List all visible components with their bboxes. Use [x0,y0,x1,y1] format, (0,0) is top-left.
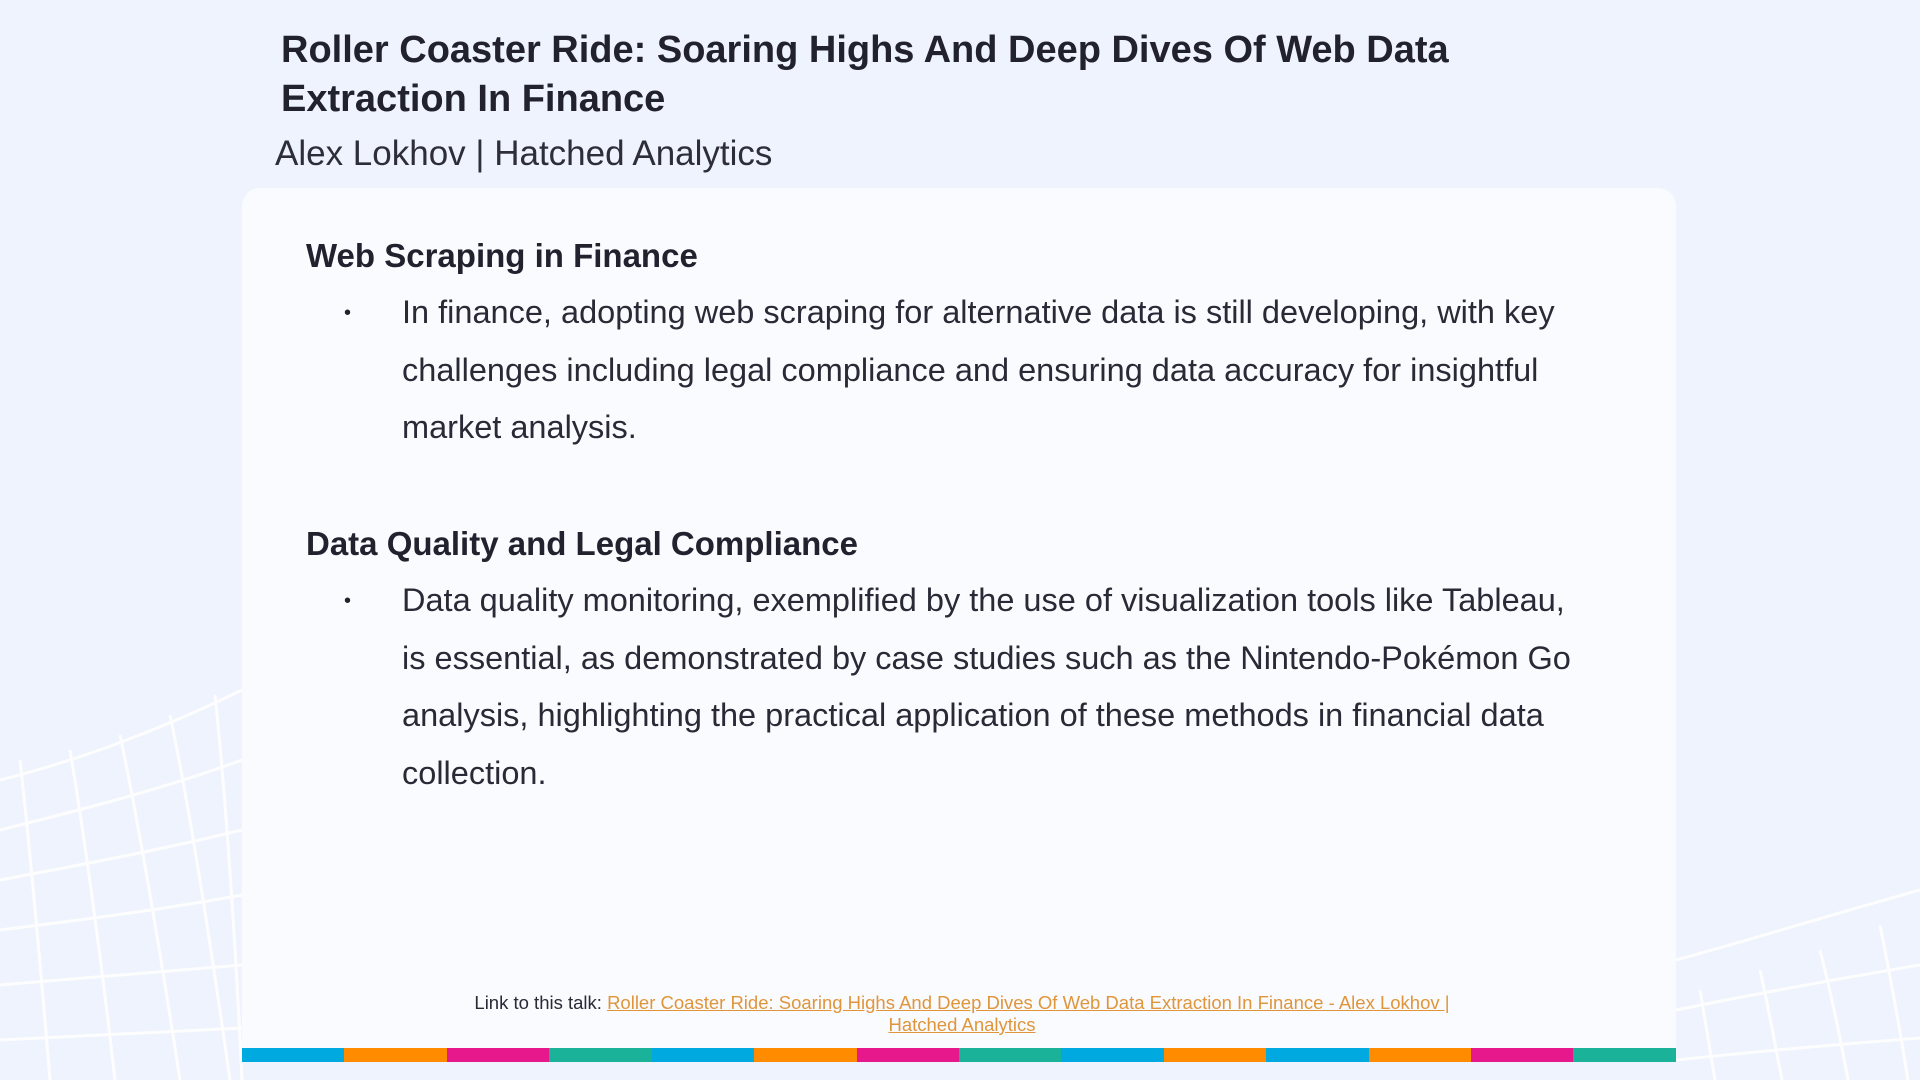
color-strip-segment [1061,1048,1164,1062]
color-strip-segment [651,1048,755,1062]
talk-title: Roller Coaster Ride: Soaring Highs And D… [281,29,1449,120]
bullet-text: In finance, adopting web scraping for al… [402,294,1555,445]
section-heading: Web Scraping in Finance [306,237,698,274]
color-strip-segment [446,1048,550,1062]
color-strip-segment [1368,1048,1472,1062]
speaker-byline: Alex Lokhov | Hatched Analytics [275,134,773,173]
color-strip-segment [958,1048,1062,1062]
color-strip-segment [344,1048,447,1062]
section-data-quality: Data Quality and Legal Compliance • Data… [306,522,1606,802]
color-strip-segment [1573,1048,1676,1062]
color-strip-segment [242,1048,345,1062]
talk-link[interactable]: Roller Coaster Ride: Soaring Highs And D… [607,992,1450,1035]
bullet-icon: • [344,590,352,612]
bullet-text: Data quality monitoring, exemplified by … [402,582,1571,791]
color-strip [242,1048,1676,1062]
color-strip-segment [549,1048,652,1062]
list-item: • In finance, adopting web scraping for … [306,284,1606,457]
color-strip-segment [856,1048,959,1062]
color-strip-segment [1471,1048,1574,1062]
color-strip-segment [1266,1048,1369,1062]
bullet-icon: • [344,302,352,324]
slide-header: Roller Coaster Ride: Soaring Highs And D… [281,26,1581,124]
content-card: Web Scraping in Finance • In finance, ad… [242,188,1676,1062]
section-heading: Data Quality and Legal Compliance [306,525,858,562]
talk-link-footer: Link to this talk: Roller Coaster Ride: … [462,992,1462,1036]
list-item: • Data quality monitoring, exemplified b… [306,572,1606,802]
link-prefix-label: Link to this talk: [474,992,608,1013]
section-web-scraping: Web Scraping in Finance • In finance, ad… [306,234,1606,457]
color-strip-segment [754,1048,857,1062]
color-strip-segment [1163,1048,1267,1062]
